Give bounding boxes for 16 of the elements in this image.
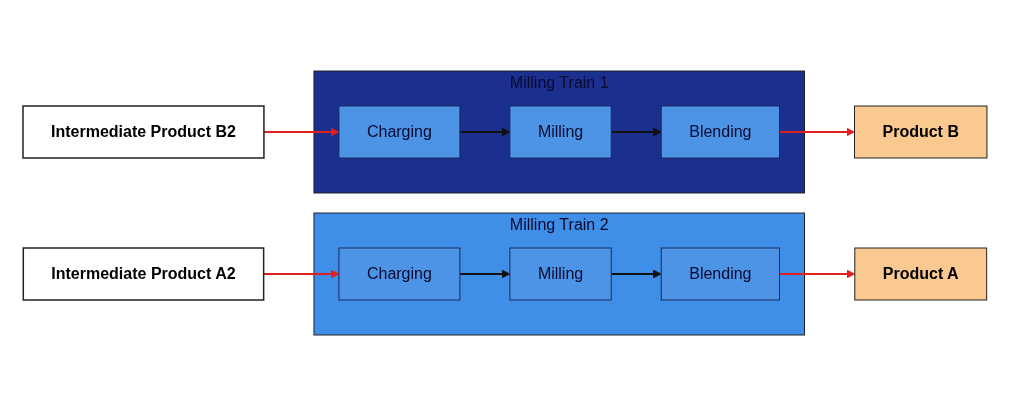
node-box: Milling xyxy=(508,247,612,301)
node-box: Product B xyxy=(853,105,987,159)
arrow xyxy=(778,269,855,279)
node-box: Milling xyxy=(508,105,612,159)
arrow xyxy=(778,127,855,137)
node-box: Charging xyxy=(337,105,460,159)
node-box: Blending xyxy=(660,247,780,301)
node-box: Charging xyxy=(337,247,460,301)
node-box: Product A xyxy=(853,247,987,301)
arrow xyxy=(609,127,662,137)
arrow xyxy=(609,269,662,279)
node-box: Intermediate Product A2 xyxy=(22,247,264,301)
arrow xyxy=(458,127,510,137)
node-box: Intermediate Product B2 xyxy=(21,105,265,159)
node-box: Blending xyxy=(660,105,780,159)
arrow xyxy=(458,269,510,279)
